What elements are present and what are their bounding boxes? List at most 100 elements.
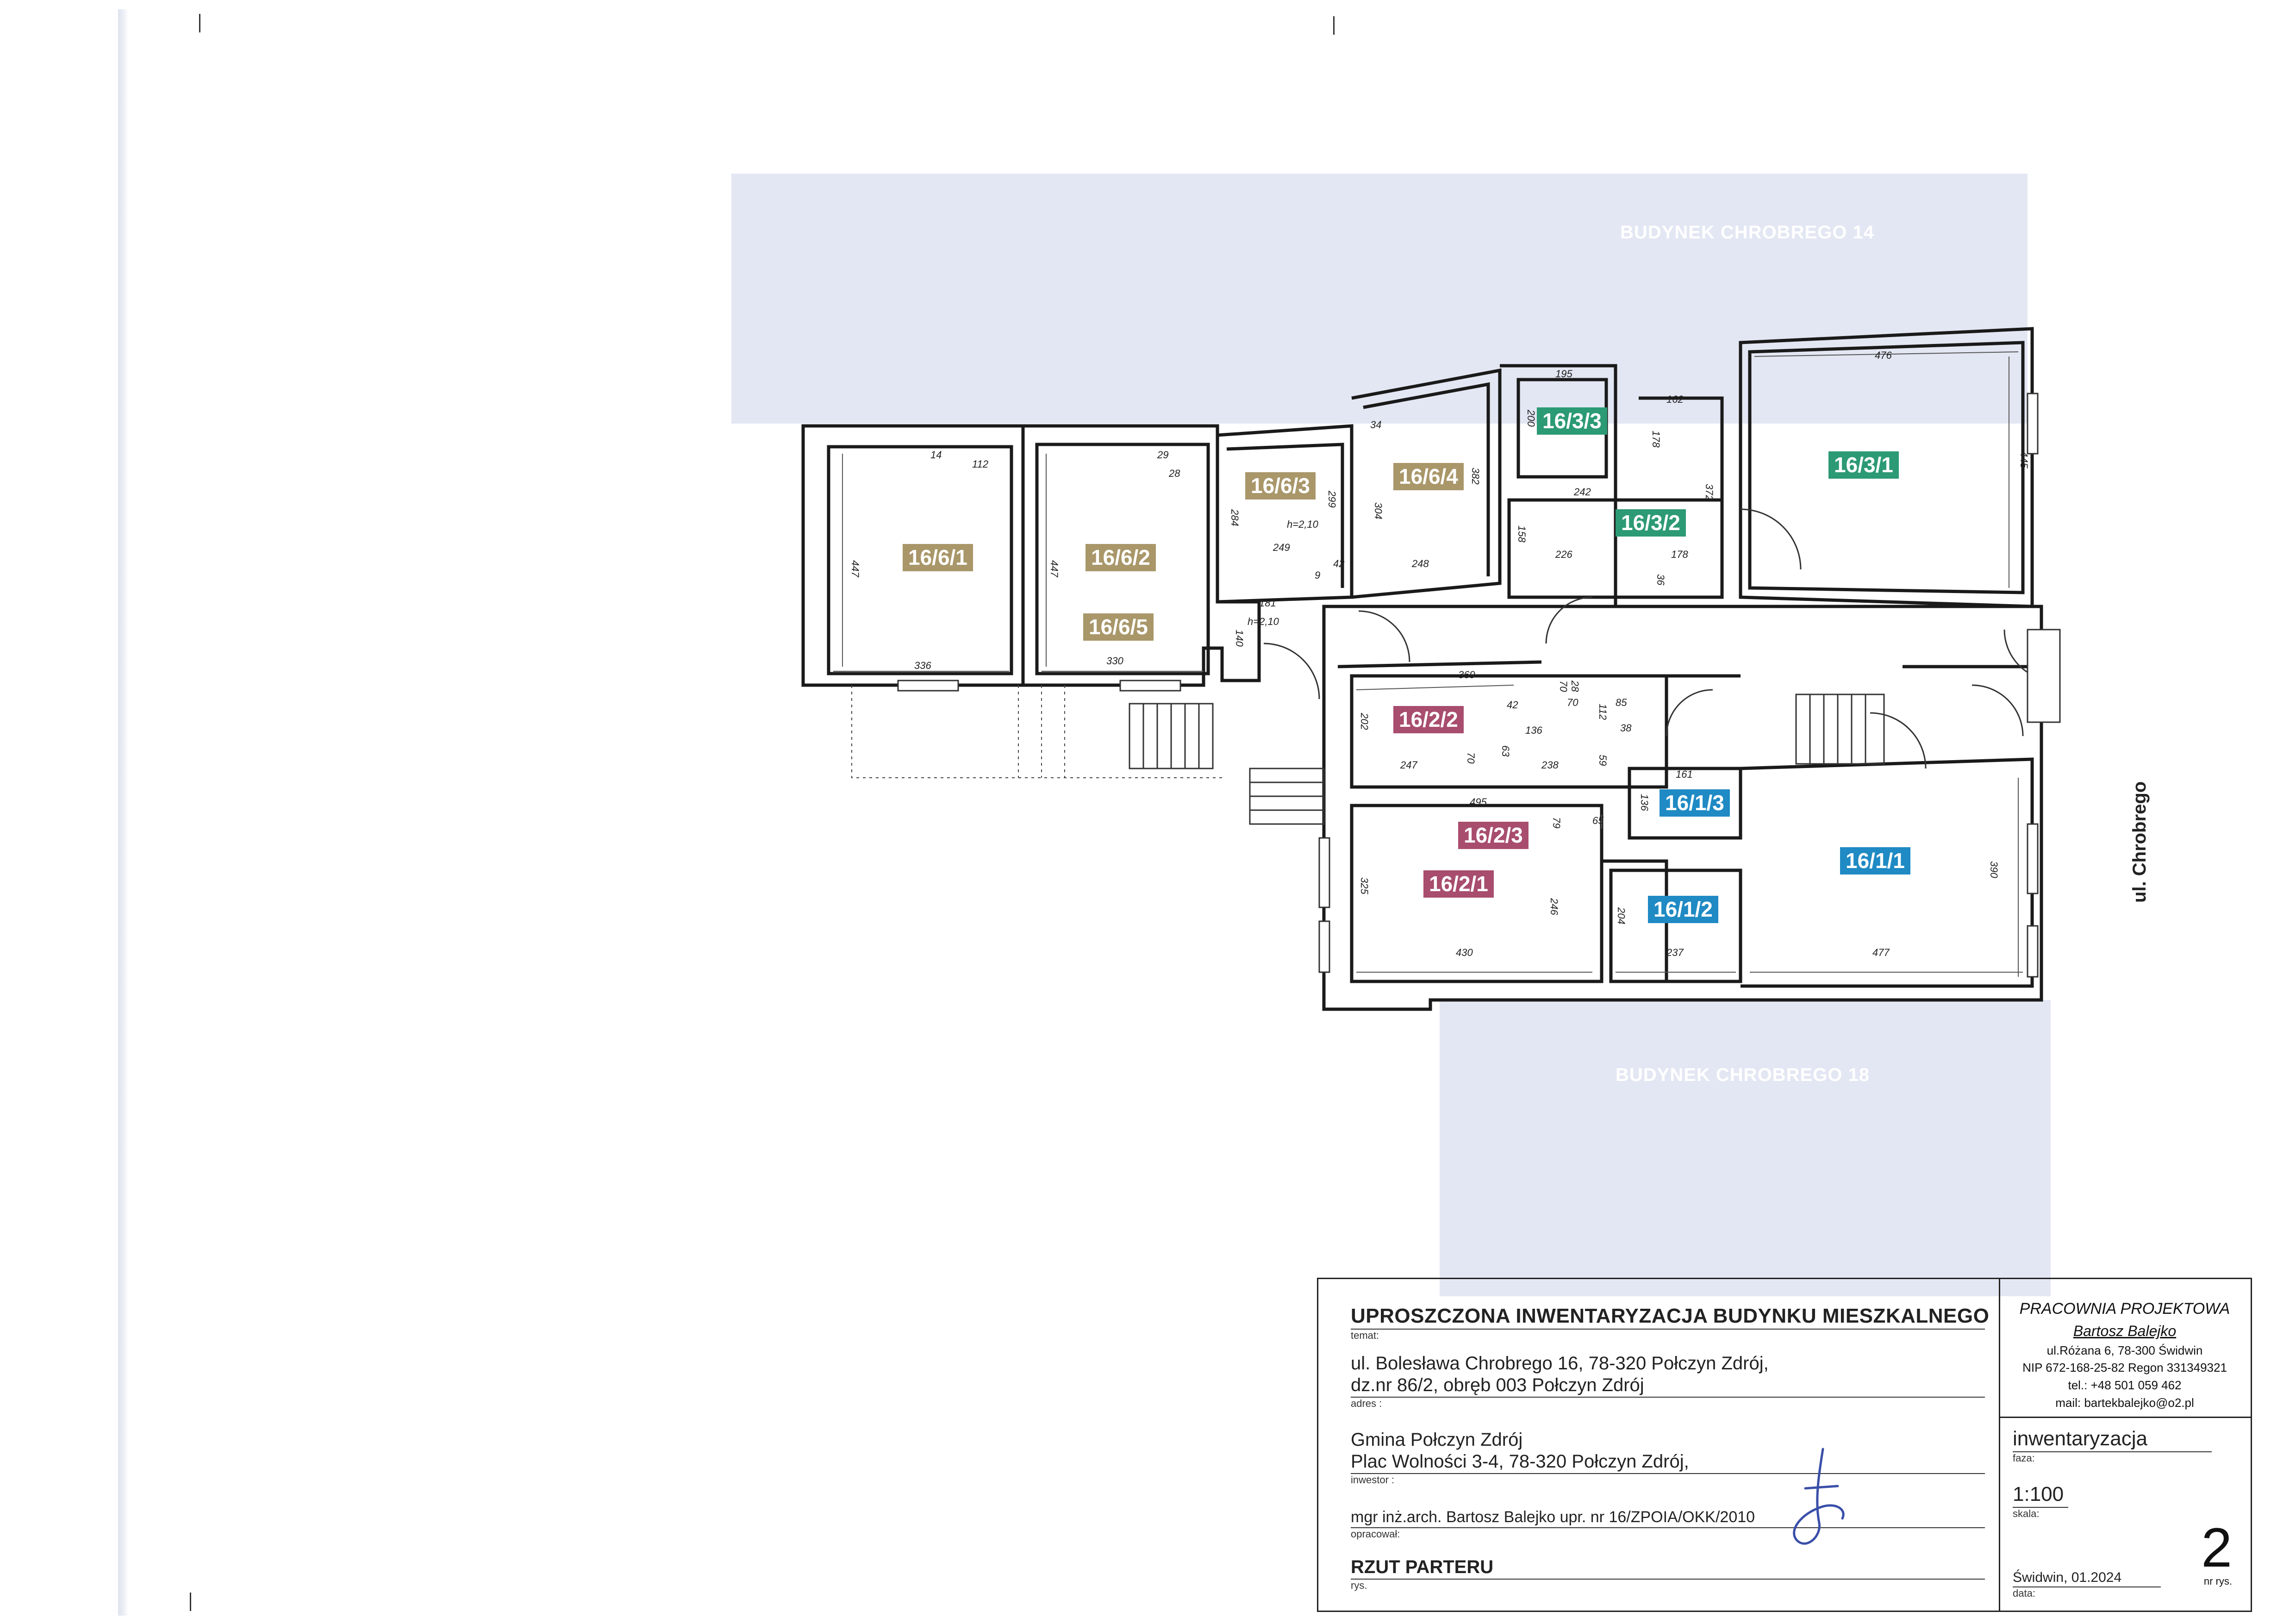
dimension-label: h=2,10	[1248, 616, 1279, 627]
crop-mark	[1333, 16, 1335, 35]
dimension-label: 59	[1597, 755, 1609, 766]
room-label-16-3-1: 16/3/1	[1828, 451, 1899, 479]
dimension-label: 382	[1470, 468, 1481, 485]
room-label-16-3-3: 16/3/3	[1537, 407, 1607, 435]
dimension-label: 247	[1400, 759, 1417, 771]
room-label-16-6-2: 16/6/2	[1086, 544, 1156, 571]
dimension-label: 28	[1569, 681, 1581, 692]
room-label-16-6-1: 16/6/1	[903, 544, 973, 571]
dimension-label: 325	[1359, 877, 1370, 894]
date-value: Świdwin, 01.2024	[2013, 1570, 2161, 1587]
dimension-label: 299	[1326, 491, 1338, 508]
dimension-label: 495	[1470, 796, 1487, 808]
subject-caption: temat:	[1351, 1330, 1379, 1341]
dimension-label: 226	[1555, 549, 1572, 560]
dimension-label: 162	[1666, 394, 1684, 405]
room-label-16-6-4: 16/6/4	[1393, 463, 1464, 490]
dimension-label: 63	[1500, 745, 1511, 757]
phase-value: inwentaryzacja	[2013, 1427, 2212, 1452]
dimension-label: 249	[1273, 542, 1290, 553]
studio-name: PRACOWNIA PROJEKTOWA	[2019, 1300, 2230, 1318]
signature	[1793, 1448, 1845, 1545]
investor-line-2: Plac Wolności 3-4, 78-320 Połczyn Zdrój,	[1351, 1451, 1985, 1474]
room-label-16-1-1: 16/1/1	[1840, 847, 1910, 874]
neighbour-building-north-label: BUDYNEK CHROBREGO 14	[1620, 222, 1874, 243]
dimension-label: 112	[972, 458, 989, 470]
author-field: mgr inż.arch. Bartosz Balejko upr. nr 16…	[1351, 1508, 1985, 1540]
dimension-label: 202	[1359, 713, 1370, 730]
scale-caption: skala:	[2013, 1508, 2040, 1519]
address-line-1: ul. Bolesława Chrobrego 16, 78-320 Połcz…	[1351, 1353, 1769, 1374]
drawing-caption: rys.	[1351, 1580, 1367, 1591]
title-block-side: PRACOWNIA PROJEKTOWA Bartosz Balejko ul.…	[1999, 1279, 2251, 1611]
neighbour-building-north	[731, 174, 2028, 424]
dimension-label: 42	[1333, 558, 1345, 569]
dimension-label: 284	[1229, 509, 1241, 526]
author-value: mgr inż.arch. Bartosz Balejko upr. nr 16…	[1351, 1508, 1985, 1528]
subject-value: UPROSZCZONA INWENTARYZACJA BUDYNKU MIESZ…	[1351, 1305, 1989, 1330]
investor-line-1: Gmina Połczyn Zdrój	[1351, 1430, 1523, 1450]
room-label-16-1-3: 16/1/3	[1660, 789, 1730, 817]
room-label-16-6-5: 16/6/5	[1083, 613, 1154, 641]
dimension-label: 445	[2018, 451, 2030, 468]
drawing-field: RZUT PARTERU rys.	[1351, 1557, 1985, 1592]
dimension-label: 447	[1048, 560, 1060, 577]
studio-stamp: PRACOWNIA PROJEKTOWA Bartosz Balejko ul.…	[1999, 1279, 2251, 1418]
dimension-label: 70	[1567, 697, 1578, 708]
title-block-main: UPROSZCZONA INWENTARYZACJA BUDYNKU MIESZ…	[1318, 1279, 2000, 1611]
dimension-label: 204	[1616, 907, 1627, 924]
room-label-16-6-3: 16/6/3	[1245, 472, 1316, 500]
dimension-label: 28	[1169, 468, 1180, 479]
subject-field: UPROSZCZONA INWENTARYZACJA BUDYNKU MIESZ…	[1351, 1305, 1989, 1342]
dimension-label: 9	[1315, 569, 1321, 581]
dimension-label: 477	[1872, 947, 1890, 958]
dimension-label: 447	[849, 560, 861, 577]
room-label-16-2-3: 16/2/3	[1458, 822, 1529, 849]
dimension-label: 430	[1456, 947, 1473, 958]
dimension-label: 79	[1551, 817, 1562, 829]
author-caption: opracował:	[1351, 1528, 1400, 1540]
dimension-label: 369	[1458, 669, 1475, 681]
dimension-label: 14	[930, 449, 942, 461]
dimension-label: 136	[1525, 725, 1542, 736]
dimension-label: 336	[914, 660, 931, 671]
scan-edge	[118, 9, 128, 1616]
phase-caption: faza:	[2013, 1452, 2035, 1464]
dimension-label: 136	[1639, 794, 1650, 811]
scale-value: 1:100	[2013, 1483, 2068, 1508]
dimension-label: 70	[1465, 752, 1477, 764]
date-caption: data:	[2013, 1587, 2035, 1599]
address-line-2: dz.nr 86/2, obręb 003 Połczyn Zdrój	[1351, 1375, 1985, 1398]
address-caption: adres :	[1351, 1398, 1382, 1409]
dimension-label: 65	[1592, 815, 1604, 826]
dimension-label: 476	[1875, 350, 1892, 361]
dimension-label: 237	[1666, 947, 1684, 958]
studio-ids: NIP 672-168-25-82 Regon 331349321	[2022, 1361, 2227, 1375]
date-field: Świdwin, 01.2024 data:	[2013, 1570, 2161, 1599]
drawing-title: RZUT PARTERU	[1351, 1557, 1985, 1580]
dimension-label: 29	[1157, 449, 1169, 461]
dimension-label: 246	[1548, 898, 1560, 915]
dimension-label: 181	[1259, 597, 1276, 609]
dimension-label: 390	[1988, 861, 2000, 878]
dimension-label: 161	[1676, 768, 1693, 780]
dimension-label: 304	[1373, 502, 1384, 519]
dimension-label: h=2,10	[1287, 518, 1318, 530]
dimension-label: 36	[1655, 574, 1666, 586]
dimension-label: 178	[1650, 431, 1662, 448]
dimension-label: 195	[1555, 368, 1572, 380]
dimension-label: 112	[1597, 704, 1609, 720]
street-label: ul. Chrobrego	[2129, 781, 2150, 903]
dimension-label: 158	[1516, 525, 1528, 543]
dimension-label: 330	[1106, 655, 1123, 667]
dimension-label: 140	[1234, 630, 1245, 647]
investor-caption: inwestor :	[1351, 1474, 1395, 1486]
sheet-number-caption: nr rys.	[2203, 1575, 2232, 1587]
dimension-label: 372	[1703, 484, 1715, 501]
phase-field: inwentaryzacja faza:	[2013, 1427, 2212, 1464]
dimension-label: 178	[1671, 549, 1688, 560]
sheet-number: 2	[2201, 1517, 2232, 1579]
studio-person: Bartosz Balejko	[2073, 1323, 2177, 1340]
neighbour-building-south	[1440, 1000, 2051, 1296]
